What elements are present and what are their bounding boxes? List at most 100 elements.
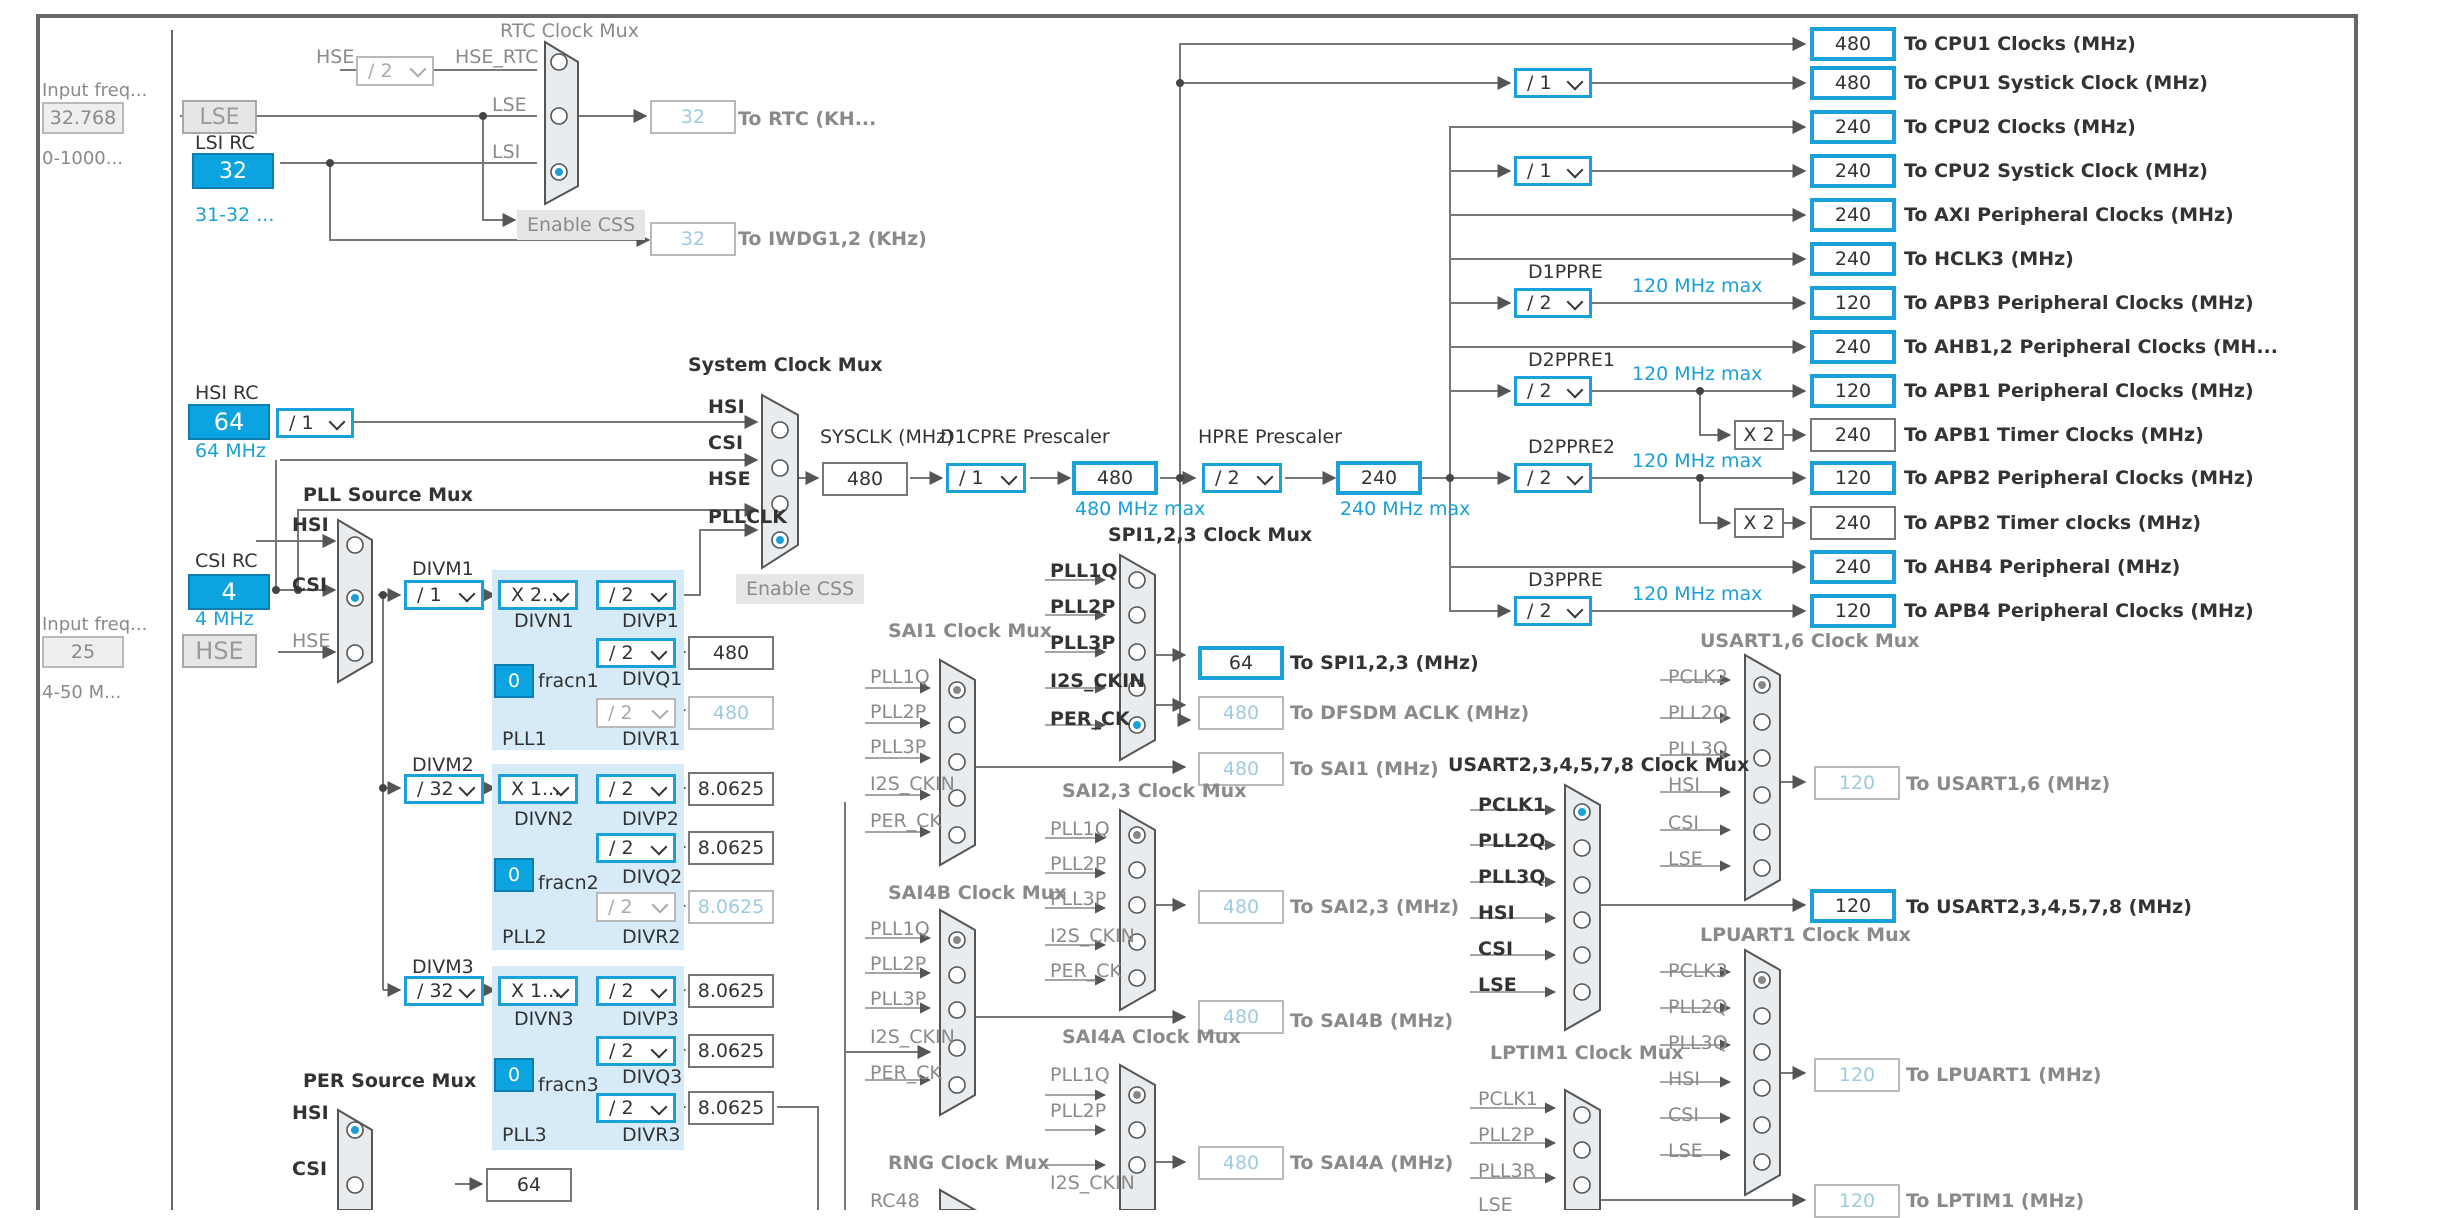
- pll-csi-label: CSI: [292, 574, 328, 596]
- output-divider-dropdown-1[interactable]: / 1: [1514, 68, 1592, 98]
- lsi-rc-range: 31-32 ...: [195, 204, 275, 226]
- sai23-output-value[interactable]: 480: [1198, 890, 1284, 924]
- csi-rc-value[interactable]: 4: [188, 574, 270, 610]
- system-mux-shape[interactable]: [761, 393, 799, 570]
- output-label-7: To AHB1,2 Peripheral Clocks (MH...: [1904, 336, 2278, 358]
- divm3-dropdown[interactable]: / 32: [404, 976, 484, 1006]
- fracn3-value[interactable]: 0: [494, 1058, 534, 1092]
- usart2-in-0: PCLK1: [1478, 794, 1546, 816]
- output-value-0[interactable]: 480: [1810, 27, 1896, 61]
- divp3-dropdown[interactable]: / 2: [596, 976, 676, 1006]
- output-value-7[interactable]: 240: [1810, 330, 1896, 364]
- dfsdm-output-value[interactable]: 480: [1198, 696, 1284, 730]
- chevron-down-icon: [409, 60, 427, 78]
- divq2-output[interactable]: 8.0625: [688, 831, 774, 865]
- divq1-output[interactable]: 480: [688, 636, 774, 670]
- output-value-8[interactable]: 120: [1810, 374, 1896, 408]
- output-value-3[interactable]: 240: [1810, 154, 1896, 188]
- output-divider-dropdown-3[interactable]: / 1: [1514, 156, 1592, 186]
- hpre-prescaler-label: HPRE Prescaler: [1198, 426, 1342, 448]
- divq2-dropdown[interactable]: / 2: [596, 833, 676, 863]
- output-value-5[interactable]: 240: [1810, 242, 1896, 276]
- prescaler-label-6: D1PPRE: [1528, 261, 1603, 283]
- cpu-clock-value[interactable]: 480: [1072, 461, 1158, 495]
- hclk-value[interactable]: 240: [1336, 461, 1422, 495]
- output-value-13[interactable]: 120: [1810, 594, 1896, 628]
- output-value-4[interactable]: 240: [1810, 198, 1896, 232]
- divq3-dropdown[interactable]: / 2: [596, 1036, 676, 1066]
- divp2-output[interactable]: 8.0625: [688, 772, 774, 806]
- divr2-dropdown[interactable]: / 2: [596, 892, 676, 922]
- hsi-divider-dropdown[interactable]: / 1: [276, 408, 354, 438]
- divn2-dropdown[interactable]: X 1...: [498, 774, 578, 804]
- iwdg-output-value[interactable]: 32: [650, 222, 736, 256]
- divr1-dropdown[interactable]: / 2: [596, 698, 676, 728]
- divm1-dropdown[interactable]: / 1: [404, 580, 484, 610]
- output-value-9[interactable]: 240: [1810, 418, 1896, 452]
- chevron-down-icon: [650, 643, 668, 661]
- per-ck-output[interactable]: 64: [486, 1168, 572, 1202]
- chevron-down-icon: [328, 413, 346, 431]
- lptim-output-value[interactable]: 120: [1814, 1184, 1900, 1218]
- spi-output-value[interactable]: 64: [1198, 646, 1284, 680]
- rtc-enable-css-button[interactable]: Enable CSS: [517, 210, 646, 240]
- output-divider-dropdown-13[interactable]: / 2: [1514, 596, 1592, 626]
- divp1-dropdown[interactable]: / 2: [596, 580, 676, 610]
- output-value-12[interactable]: 240: [1810, 550, 1896, 584]
- sai4a-output-value[interactable]: 480: [1198, 1146, 1284, 1180]
- lsi-rc-value[interactable]: 32: [192, 153, 274, 189]
- rtc-output-value[interactable]: 32: [650, 100, 736, 134]
- rtc-hse-divider-dropdown[interactable]: / 2: [356, 56, 434, 86]
- fracn1-value[interactable]: 0: [494, 664, 534, 698]
- output-value-10[interactable]: 120: [1810, 461, 1896, 495]
- divq3-output[interactable]: 8.0625: [688, 1034, 774, 1068]
- usart16-mux-shape[interactable]: [1744, 653, 1781, 902]
- output-divider-dropdown-6[interactable]: / 2: [1514, 288, 1592, 318]
- divr2-output[interactable]: 8.0625: [688, 890, 774, 924]
- usart16-in-0: PCLK2: [1668, 666, 1728, 688]
- chevron-down-icon: [650, 838, 668, 856]
- lpuart-mux-shape[interactable]: [1744, 948, 1781, 1197]
- hsi-rc-value[interactable]: 64: [188, 404, 270, 440]
- divp3-output[interactable]: 8.0625: [688, 974, 774, 1008]
- output-value-6[interactable]: 120: [1810, 286, 1896, 320]
- divr1-output[interactable]: 480: [688, 696, 774, 730]
- hse-input-freq-field[interactable]: 25: [42, 636, 124, 668]
- divn1-dropdown[interactable]: X 2...: [498, 580, 578, 610]
- lse-source[interactable]: LSE: [182, 100, 257, 134]
- hse-range-label: 4-50 M...: [42, 682, 122, 703]
- lse-input-freq-field[interactable]: 32.768: [42, 102, 124, 134]
- chevron-down-icon: [1566, 601, 1584, 619]
- divn3-dropdown[interactable]: X 1...: [498, 976, 578, 1006]
- divq1-dropdown[interactable]: / 2: [596, 638, 676, 668]
- output-value-2[interactable]: 240: [1810, 110, 1896, 144]
- divm3-value: / 32: [417, 980, 454, 1002]
- system-enable-css-button[interactable]: Enable CSS: [736, 574, 865, 604]
- output-value-1[interactable]: 480: [1810, 66, 1896, 100]
- usart16-output-value[interactable]: 120: [1814, 766, 1900, 800]
- per-hsi-label: HSI: [292, 1102, 329, 1124]
- sysclk-value[interactable]: 480: [822, 462, 908, 496]
- dfsdm-output-label: To DFSDM ACLK (MHz): [1290, 702, 1530, 724]
- lpuart-output-label: To LPUART1 (MHz): [1906, 1064, 2102, 1086]
- output-label-6: To APB3 Peripheral Clocks (MHz): [1904, 292, 2254, 314]
- hpre-dropdown[interactable]: / 2: [1202, 463, 1282, 493]
- lpuart-output-value[interactable]: 120: [1814, 1058, 1900, 1092]
- output-divider-dropdown-8[interactable]: / 2: [1514, 376, 1592, 406]
- fracn2-value[interactable]: 0: [494, 858, 534, 892]
- output-value-11[interactable]: 240: [1810, 506, 1896, 540]
- divm2-dropdown[interactable]: / 32: [404, 774, 484, 804]
- sai1-output-value[interactable]: 480: [1198, 752, 1284, 786]
- output-label-4: To AXI Peripheral Clocks (MHz): [1904, 204, 2234, 226]
- sai4b-output-value[interactable]: 480: [1198, 1000, 1284, 1034]
- divr3-dropdown[interactable]: / 2: [596, 1093, 676, 1123]
- usart2-output-value[interactable]: 120: [1810, 889, 1896, 923]
- divp2-dropdown[interactable]: / 2: [596, 774, 676, 804]
- hse-source[interactable]: HSE: [182, 634, 257, 668]
- rng-mux-shape[interactable]: [939, 1188, 978, 1210]
- output-divider-dropdown-10[interactable]: / 2: [1514, 463, 1592, 493]
- rtc-lsi-label: LSI: [492, 141, 521, 163]
- divr3-output[interactable]: 8.0625: [688, 1091, 774, 1125]
- d1cpre-dropdown[interactable]: / 1: [946, 463, 1026, 493]
- lptim-output-label: To LPTIM1 (MHz): [1906, 1190, 2085, 1212]
